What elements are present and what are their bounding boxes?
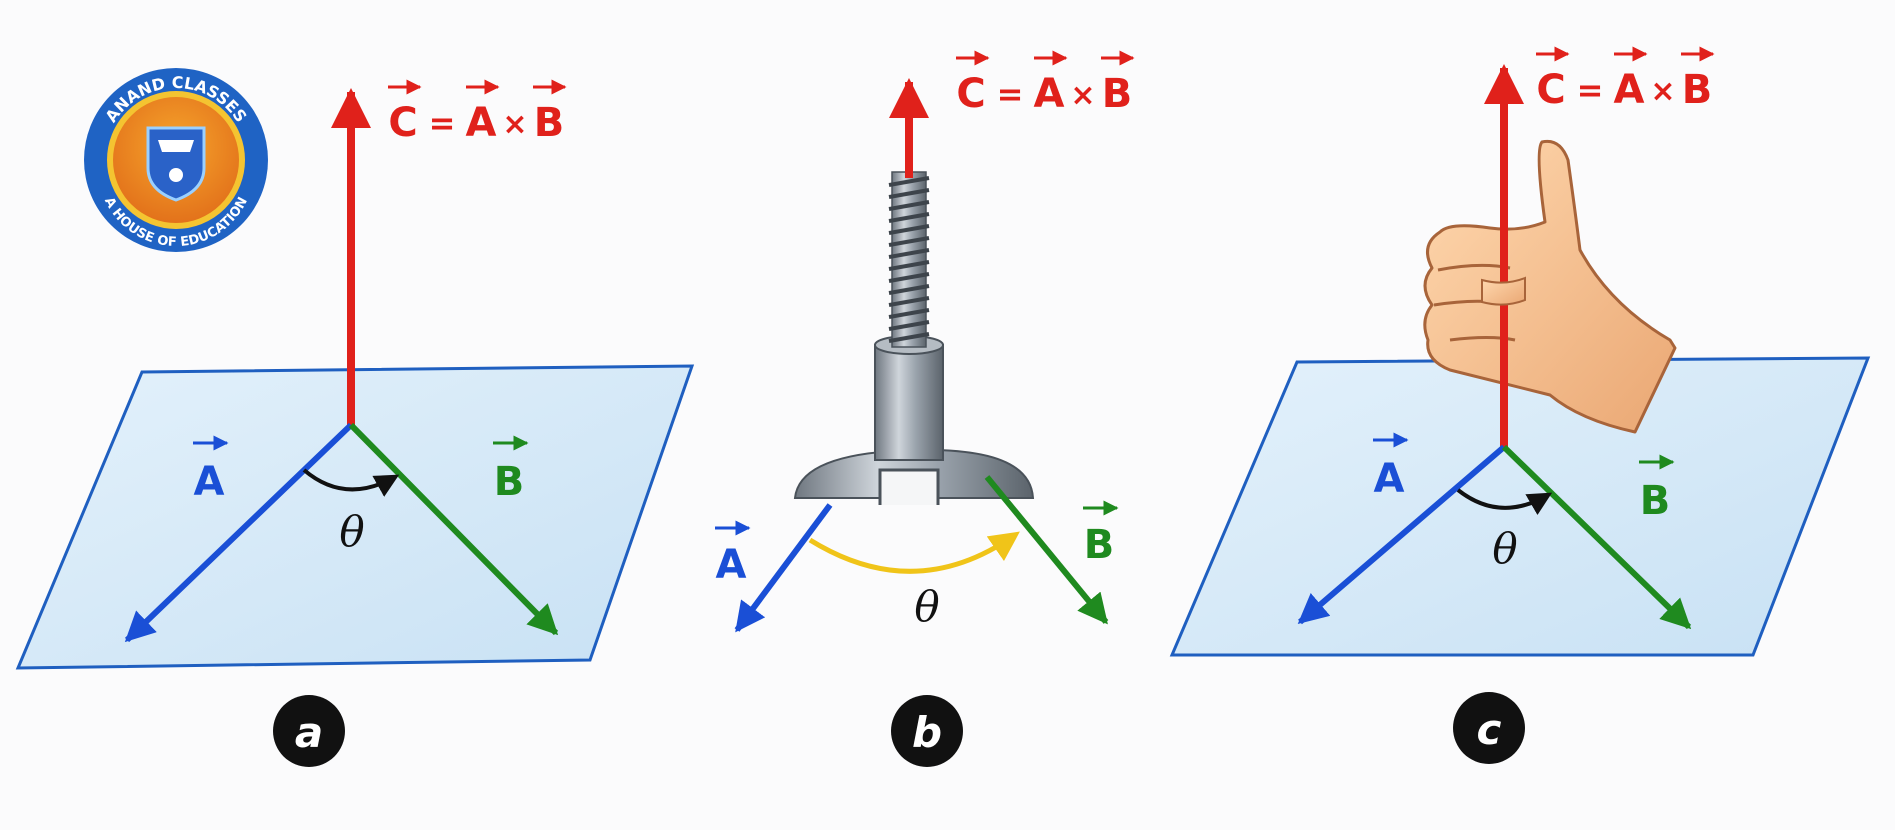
eq-equals: =: [997, 75, 1024, 113]
vector-a-label: A: [716, 542, 747, 588]
vector-b-arrow: [348, 422, 559, 636]
panel-a: θ A B C = A × B a: [15, 79, 695, 767]
equation-c: C = A × B: [956, 50, 1135, 117]
panel-label: c: [1477, 705, 1502, 754]
angle-arc: [302, 468, 400, 497]
eq-times: ×: [502, 107, 527, 142]
label-a: A: [193, 435, 229, 505]
panel-c: θ A B C = A × B c: [1169, 46, 1871, 764]
panel-b: θ A B C = A × B b: [715, 50, 1135, 767]
angle-arc: [1456, 488, 1553, 516]
eq-b: B: [1102, 71, 1133, 117]
label-b: B: [1639, 454, 1675, 524]
eq-c: C: [388, 100, 417, 146]
vector-a-arrow: [1297, 444, 1506, 625]
finger-icon: [1481, 276, 1526, 306]
panel-label-circle: [1453, 692, 1525, 764]
panel-label: a: [295, 708, 323, 757]
eq-c: C: [1536, 67, 1565, 113]
eq-times: ×: [1070, 78, 1095, 113]
vector-a-arrow: [734, 503, 833, 633]
book-icon: [158, 140, 194, 152]
vector-b-label: B: [494, 459, 525, 505]
shield-icon: [146, 126, 206, 202]
vector-b-label: B: [1640, 478, 1671, 524]
vector-b-arrow: [984, 475, 1109, 625]
panel-label: b: [912, 708, 942, 757]
theta-label: θ: [1492, 524, 1517, 573]
logo: ANAND CLASSES A HOUSE OF EDUCATION: [84, 68, 268, 252]
panel-label-circle: [891, 695, 963, 767]
eq-equals: =: [1577, 71, 1604, 109]
eq-equals: =: [429, 104, 456, 142]
vector-a-label: A: [194, 459, 225, 505]
label-b: B: [493, 435, 529, 505]
label-a: A: [1373, 432, 1409, 502]
label-b: B: [1083, 500, 1119, 568]
screw-icon: [793, 171, 1035, 505]
emblem-icon: [169, 168, 183, 182]
vector-a-arrow: [124, 422, 354, 643]
theta-label: θ: [339, 507, 364, 556]
eq-a: A: [1034, 71, 1065, 117]
equation-c: C = A × B: [388, 79, 567, 146]
eq-a: A: [466, 100, 497, 146]
eq-b: B: [1682, 67, 1713, 113]
vector-a-label: A: [1374, 456, 1405, 502]
equation-c: C = A × B: [1536, 46, 1715, 113]
theta-label: θ: [914, 582, 939, 631]
vector-b-label: B: [1084, 522, 1115, 568]
eq-b: B: [534, 100, 565, 146]
vector-b-arrow: [1501, 444, 1692, 630]
eq-times: ×: [1650, 74, 1675, 109]
label-a: A: [715, 520, 751, 588]
angle-arc: [808, 531, 1020, 574]
eq-a: A: [1614, 67, 1645, 113]
eq-c: C: [956, 71, 985, 117]
panel-label-circle: [273, 695, 345, 767]
